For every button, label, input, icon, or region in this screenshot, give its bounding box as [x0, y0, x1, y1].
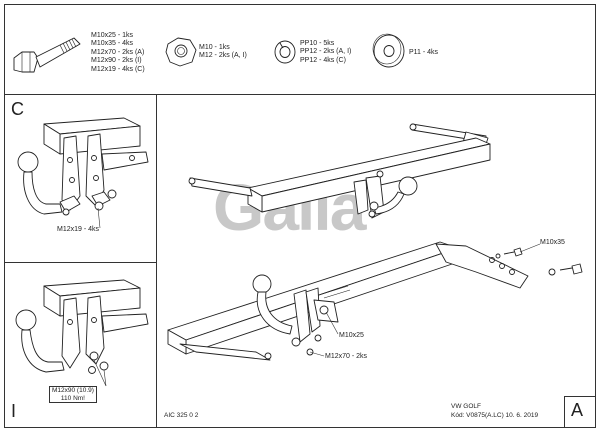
nut-drawing — [165, 37, 197, 67]
callout-m12x70: M12x70 - 2ks — [325, 353, 368, 360]
panel-a-letter-divider — [564, 396, 565, 428]
panel-c-i-divider — [4, 262, 156, 263]
spring-washer-list: PP10 - 5ks PP12 - 2ks (A, I) PP12 - 4ks … — [300, 40, 351, 65]
parts-row-divider — [4, 94, 596, 95]
bolt-spec: M12x70 - 2ks (A) — [91, 48, 145, 56]
panel-i-callout-box: M12x90 (10.9) 110 Nm! — [49, 386, 97, 403]
flat-washer-spec: P11 - 4ks — [409, 49, 439, 56]
bolt-spec: M10x35 - 4ks — [91, 40, 134, 48]
bolt-spec: M10x25 - 1ks — [91, 32, 134, 39]
panel-a-letter-divider-top — [564, 396, 596, 397]
callout-m10x35: M10x35 — [540, 239, 565, 246]
flat-washer-drawing — [372, 33, 405, 68]
panel-i-letter: I — [11, 401, 17, 421]
panel-c-callout: M12x19 - 4ks — [57, 226, 100, 233]
washer-spec: PP12 - 2ks (A, I) — [300, 48, 352, 56]
drawing-code: AIC 325 0 2 — [164, 412, 199, 419]
side-panel-divider — [156, 94, 157, 428]
spring-washer-drawing — [274, 40, 296, 64]
nut-list: M10 - 1ks M12 - 2ks (A, I) — [199, 44, 247, 61]
top-assembly-view — [188, 123, 491, 219]
bolt-spec: M12x90 - 2ks (I) — [91, 57, 142, 65]
drawing-kod: Kód: V0875(A.LC) 10. 6. 2019 — [451, 412, 539, 419]
panel-i-callout-spec: M12x90 (10.9) — [52, 387, 94, 394]
panel-a-letter: A — [571, 400, 584, 420]
exploded-assembly-view — [167, 241, 583, 361]
vehicle-name: VW GOLF — [451, 403, 481, 410]
callout-m10x25: M10x25 — [339, 332, 364, 339]
washer-spec: PP10 - 5ks — [300, 40, 335, 47]
washer-spec: PP12 - 4ks (C) — [300, 56, 346, 64]
bolt-drawing — [13, 37, 81, 73]
nut-spec: M12 - 2ks (A, I) — [199, 52, 247, 60]
nut-spec: M10 - 1ks — [199, 44, 230, 51]
drawing-sheet — [4, 4, 596, 428]
panel-c-letter: C — [11, 99, 24, 119]
bolt-spec: M12x19 - 4ks (C) — [91, 65, 145, 73]
bolt-list: M10x25 - 1ks M10x35 - 4ks M12x70 - 2ks (… — [91, 32, 145, 74]
panel-i-callout-torque: 110 Nm! — [60, 394, 85, 402]
